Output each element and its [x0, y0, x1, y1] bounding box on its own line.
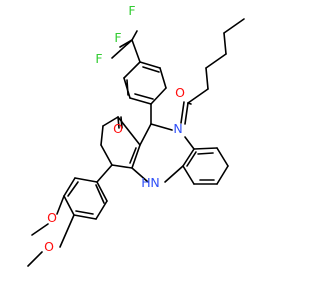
bond-10: [142, 66, 160, 73]
bond-12: [126, 79, 129, 96]
bond-22: [223, 32, 227, 55]
methoxy-oxygen-label-2: O: [44, 239, 54, 254]
bond-7: [129, 97, 152, 105]
bond-46: [74, 177, 98, 183]
bond-47: [63, 177, 76, 197]
bond-lines: [27, 18, 245, 267]
bond-40: [102, 116, 119, 127]
chemical-structure: F F F O O N H N O O: [27, 3, 245, 267]
bond-36: [131, 144, 141, 169]
bond-33: [186, 151, 197, 167]
bond-51: [96, 181, 108, 202]
bond-49: [73, 214, 97, 220]
bond-5: [159, 67, 167, 89]
bond-4: [139, 61, 161, 69]
bond-44: [120, 116, 123, 129]
bond-19: [187, 88, 209, 104]
fluorine-label-1: F: [114, 30, 121, 45]
bond-56: [31, 223, 49, 236]
bond-58: [27, 251, 43, 267]
bond-54: [95, 184, 105, 204]
bond-29: [182, 165, 195, 185]
bond-48: [63, 195, 75, 216]
bond-21: [205, 53, 227, 69]
bond-35: [131, 167, 149, 183]
amide-nitrogen-label: N: [173, 121, 182, 136]
amine-nitrogen-label: N: [150, 175, 159, 190]
bond-16: [184, 102, 189, 125]
bond-43: [117, 116, 120, 129]
bond-27: [216, 165, 229, 185]
amine-hydrogen-label: H: [141, 175, 150, 190]
bond-37: [111, 164, 133, 169]
bond-53: [75, 210, 94, 215]
bond-57: [59, 214, 75, 248]
bond-38: [100, 144, 113, 166]
bond-34: [164, 165, 184, 183]
bond-30: [182, 148, 195, 167]
bond-45: [96, 164, 113, 183]
fluorine-label-2: F: [95, 51, 102, 66]
bond-52: [67, 181, 79, 197]
bond-2: [111, 39, 133, 59]
bond-1: [131, 30, 138, 41]
methoxy-oxygen-label-1: O: [47, 210, 57, 225]
bond-31: [197, 152, 214, 155]
bond-14: [150, 123, 173, 131]
bond-15: [139, 123, 152, 146]
bond-42: [129, 147, 137, 164]
bond-9: [123, 61, 141, 79]
bond-11: [134, 93, 154, 100]
bond-55: [56, 195, 65, 215]
ketone-oxygen-label: O: [113, 121, 123, 136]
bond-3: [131, 39, 141, 63]
bond-6: [150, 87, 167, 105]
hexanoyl-oxygen-label: O: [175, 85, 185, 100]
fluorine-label-3: F: [128, 3, 135, 18]
bond-26: [216, 147, 229, 167]
atom-labels: F F F O O N H N O O: [44, 3, 185, 254]
bond-20: [205, 67, 209, 90]
bond-50: [95, 200, 108, 220]
bond-23: [223, 18, 245, 34]
bond-39: [100, 125, 104, 146]
bond-25: [193, 147, 218, 150]
bond-18: [180, 101, 185, 124]
bond-24: [184, 136, 195, 150]
